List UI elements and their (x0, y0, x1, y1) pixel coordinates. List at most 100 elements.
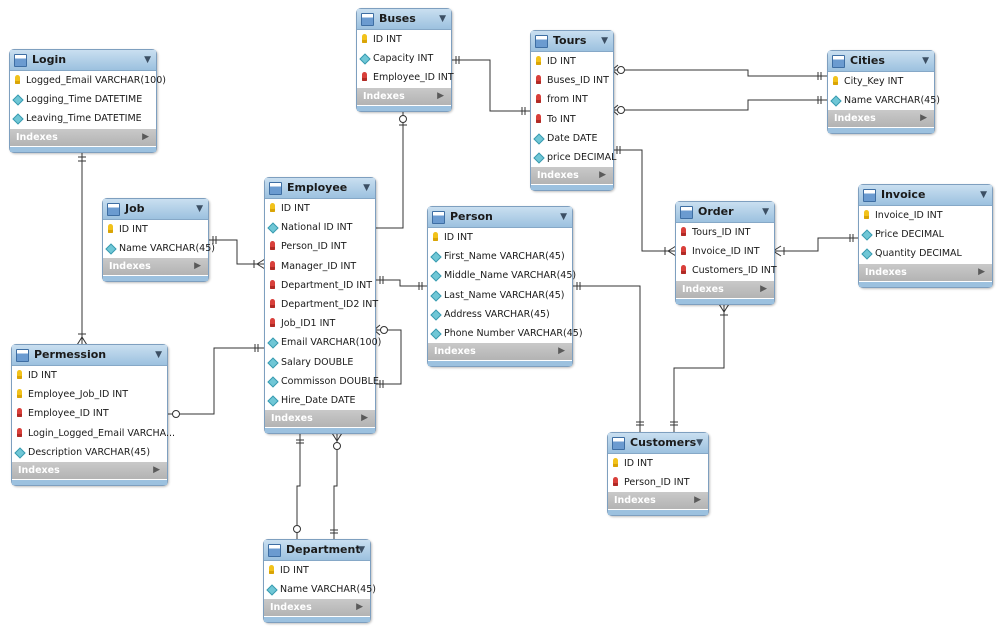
column-row[interactable]: Job_ID1 INT (265, 314, 375, 333)
column-row[interactable]: Logging_Time DATETIME (10, 90, 156, 109)
column-row[interactable]: Email VARCHAR(100) (265, 333, 381, 352)
column-row[interactable]: ID INT (264, 561, 370, 580)
column-row[interactable]: Employee_ID INT (12, 404, 167, 423)
expand-icon[interactable]: ▶ (142, 131, 149, 142)
column-row[interactable]: Commisson DOUBLE (265, 372, 379, 391)
expand-icon[interactable]: ▶ (920, 113, 927, 124)
indexes-bar[interactable]: Indexes▶ (859, 263, 992, 281)
column-row[interactable]: Person_ID INT (265, 237, 375, 256)
indexes-bar[interactable]: Indexes▶ (608, 492, 708, 510)
column-row[interactable]: Capacity INT (357, 49, 451, 68)
table-header[interactable]: Department▼ (264, 540, 370, 561)
table-header[interactable]: Invoice▼ (859, 185, 992, 206)
expand-icon[interactable]: ▶ (153, 465, 160, 475)
column-row[interactable]: Date DATE (531, 129, 613, 148)
indexes-bar[interactable]: Indexes▶ (264, 599, 370, 617)
table-header[interactable]: Customers▼ (608, 433, 708, 454)
table-header[interactable]: Cities▼ (828, 51, 934, 72)
expand-icon[interactable]: ▶ (361, 413, 368, 424)
column-row[interactable]: from INT (531, 90, 613, 109)
column-row[interactable]: City_Key INT (828, 72, 934, 91)
column-row[interactable]: ID INT (428, 228, 572, 247)
column-row[interactable]: First_Name VARCHAR(45) (428, 247, 572, 266)
collapse-arrow-icon[interactable]: ▼ (922, 56, 929, 66)
table-header[interactable]: Job▼ (103, 199, 208, 220)
collapse-arrow-icon[interactable]: ▼ (601, 36, 608, 46)
expand-icon[interactable]: ▶ (194, 261, 201, 272)
table-header[interactable]: Tours▼ (531, 31, 613, 52)
indexes-bar[interactable]: Indexes▶ (103, 258, 208, 276)
column-row[interactable]: Department_ID INT (265, 276, 375, 295)
expand-icon[interactable]: ▶ (978, 266, 985, 277)
column-row[interactable]: Employee_Job_ID INT (12, 385, 167, 404)
indexes-bar[interactable]: Indexes▶ (676, 280, 774, 298)
collapse-arrow-icon[interactable]: ▼ (762, 207, 769, 217)
collapse-arrow-icon[interactable]: ▼ (363, 183, 370, 193)
column-row[interactable]: Buses_ID INT (531, 71, 613, 90)
indexes-bar[interactable]: Indexes▶ (10, 128, 156, 146)
column-row[interactable]: ID INT (608, 454, 708, 473)
table-header[interactable]: Person▼ (428, 207, 572, 228)
indexes-bar[interactable]: Indexes▶ (357, 87, 451, 105)
expand-icon[interactable]: ▶ (437, 90, 444, 101)
column-row[interactable]: Invoice_ID INT (859, 206, 992, 225)
expand-icon[interactable]: ▶ (558, 346, 565, 357)
column-row[interactable]: Name VARCHAR(45) (828, 91, 940, 110)
collapse-arrow-icon[interactable]: ▼ (560, 212, 567, 222)
table-header[interactable]: Buses▼ (357, 9, 451, 30)
column-row[interactable]: Salary DOUBLE (265, 353, 375, 372)
column-row[interactable]: Employee_ID INT (357, 68, 454, 87)
table-header[interactable]: Employee▼ (265, 178, 375, 199)
indexes-bar[interactable]: Indexes▶ (265, 410, 375, 428)
collapse-arrow-icon[interactable]: ▼ (155, 350, 162, 360)
column-row[interactable]: Name VARCHAR(45) (103, 239, 215, 258)
indexes-bar[interactable]: Indexes▶ (531, 167, 613, 185)
column-row[interactable]: Login_Logged_Email VARCHA... (12, 424, 175, 443)
expand-icon[interactable]: ▶ (599, 170, 606, 181)
indexes-bar[interactable]: Indexes▶ (828, 110, 934, 128)
column-row[interactable]: Quantity DECIMAL (859, 244, 992, 263)
column-row[interactable]: price DECIMAL (531, 148, 616, 167)
collapse-arrow-icon[interactable]: ▼ (696, 438, 703, 448)
indexes-bar[interactable]: Indexes▶ (12, 462, 167, 479)
expand-icon[interactable]: ▶ (760, 283, 767, 294)
column-row[interactable]: Name VARCHAR(45) (264, 580, 376, 599)
collapse-arrow-icon[interactable]: ▼ (439, 14, 446, 24)
table-login[interactable]: Login▼Logged_Email VARCHAR(100)Logging_T… (9, 49, 166, 153)
column-row[interactable]: Address VARCHAR(45) (428, 305, 572, 324)
column-row[interactable]: To INT (531, 110, 613, 129)
expand-icon[interactable]: ▶ (694, 495, 701, 506)
table-header[interactable]: Permession▼ (12, 345, 167, 366)
column-row[interactable]: Department_ID2 INT (265, 295, 378, 314)
collapse-arrow-icon[interactable]: ▼ (980, 190, 987, 200)
collapse-arrow-icon[interactable]: ▼ (196, 204, 203, 214)
column-row[interactable]: ID INT (103, 220, 208, 239)
collapse-arrow-icon[interactable]: ▼ (358, 545, 365, 555)
column-row[interactable]: Price DECIMAL (859, 225, 992, 244)
column-row[interactable]: Invoice_ID INT (676, 242, 774, 261)
column-row[interactable]: Phone Number VARCHAR(45) (428, 324, 583, 343)
column-row[interactable]: Customers_ID INT (676, 261, 777, 280)
column-row[interactable]: ID INT (531, 52, 613, 71)
column-row[interactable]: Leaving_Time DATETIME (10, 109, 156, 128)
column-row[interactable]: Person_ID INT (608, 473, 708, 492)
column-row[interactable]: Logged_Email VARCHAR(100) (10, 71, 166, 90)
column-row[interactable]: Manager_ID INT (265, 257, 375, 276)
column-row[interactable]: Hire_Date DATE (265, 391, 375, 410)
column-row[interactable]: Middle_Name VARCHAR(45) (428, 266, 576, 285)
column-row[interactable]: Description VARCHAR(45) (12, 443, 167, 462)
table-header[interactable]: Order▼ (676, 202, 774, 223)
column-row[interactable]: ID INT (265, 199, 375, 218)
column-row[interactable]: ID INT (357, 30, 451, 49)
